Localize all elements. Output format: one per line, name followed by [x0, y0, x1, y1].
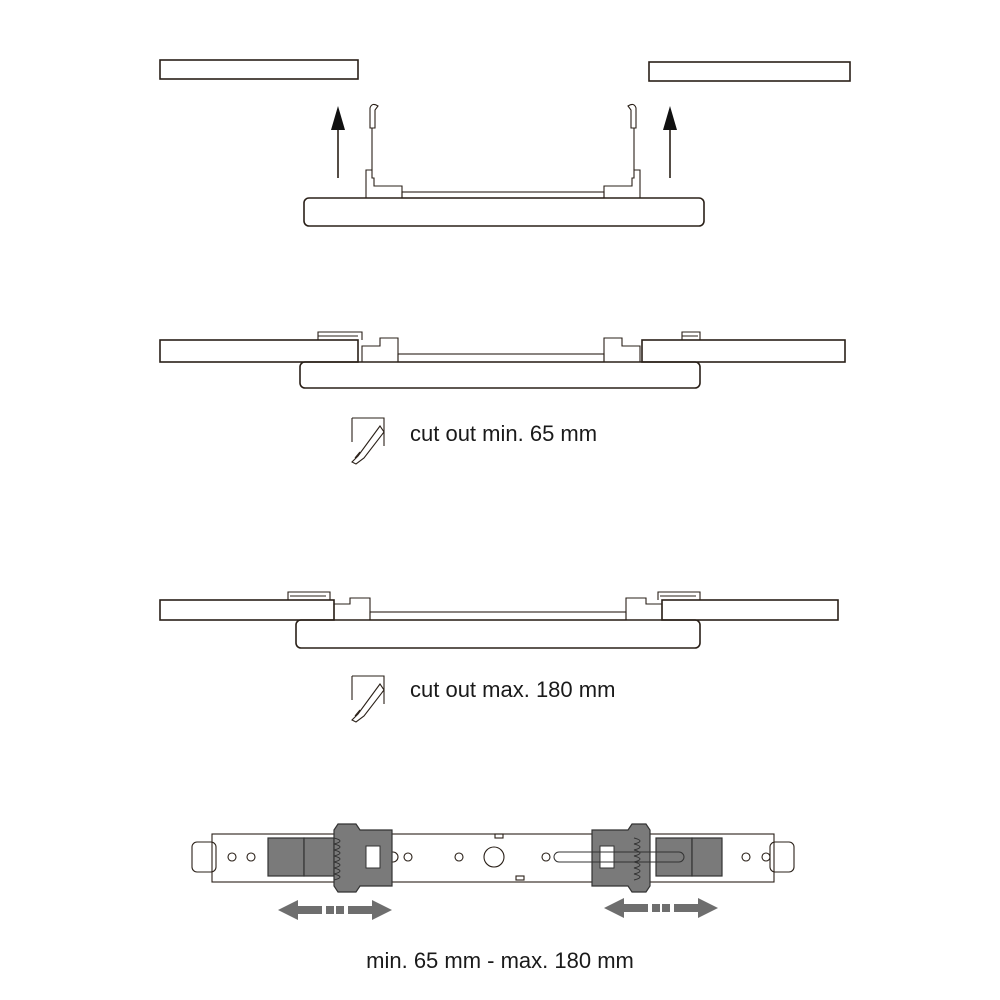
step4-adjustable-bracket [191, 823, 795, 920]
spring-clip-left [365, 103, 403, 198]
step3-caption: cut out max. 180 mm [410, 677, 616, 702]
ceiling-right [648, 61, 851, 82]
double-arrow-icon [278, 900, 392, 920]
saw-cutout-icon [351, 675, 385, 723]
step2-caption: cut out min. 65 mm [410, 421, 598, 446]
saw-cutout-icon [351, 417, 385, 465]
panel-light [303, 197, 705, 227]
double-arrow-icon [604, 898, 718, 918]
step3-max-cutout [159, 591, 839, 723]
step4-caption: min. 65 mm - max. 180 mm [366, 948, 634, 973]
ceiling-left [159, 59, 359, 80]
arrow-up-icon [331, 106, 677, 178]
step2-min-cutout [159, 331, 846, 465]
spring-clip-right [603, 103, 641, 198]
step1-insert [159, 59, 851, 227]
